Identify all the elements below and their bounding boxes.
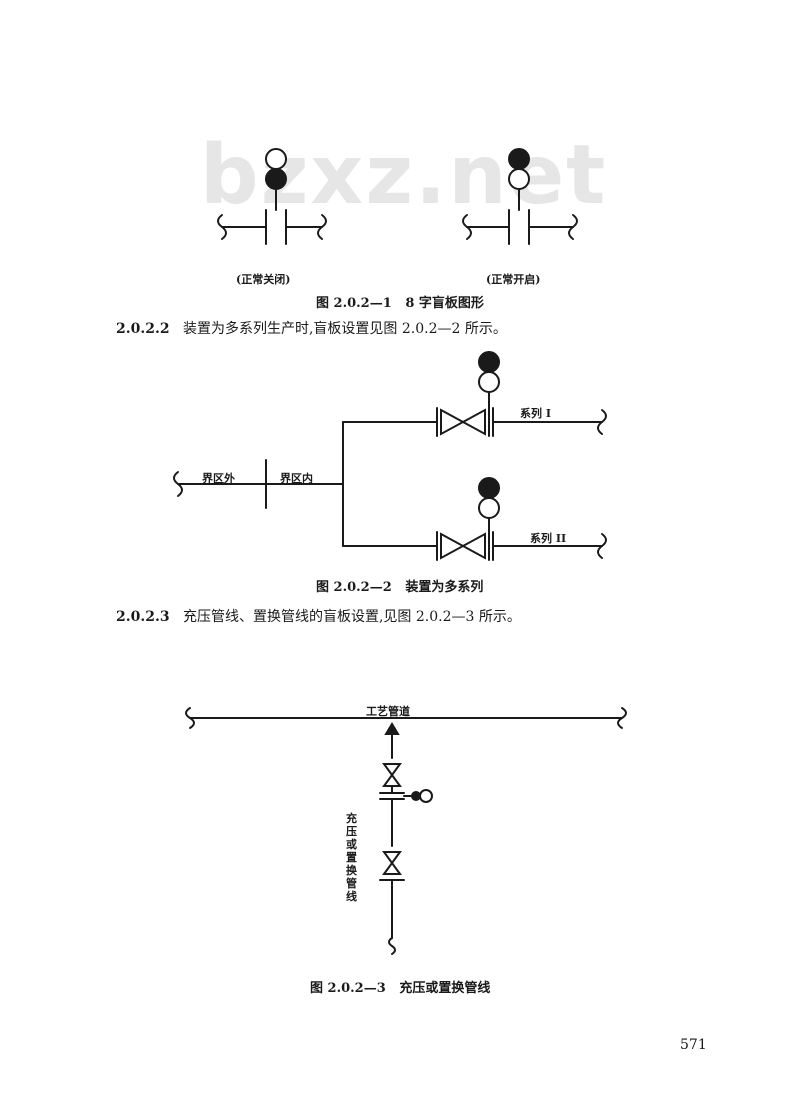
label-series-2: 系列 II (530, 532, 567, 545)
clause-number: 2.0.2.3 (116, 609, 170, 625)
blind-closed-symbol (217, 148, 327, 245)
figure-1-number: 图 2.0.2—1 (316, 296, 392, 311)
clause-text: 装置为多系列生产时,盲板设置见图 2.0.2—2 所示。 (182, 321, 507, 337)
figure-3-number: 图 2.0.2—3 (310, 981, 386, 996)
label-inside-boundary: 界区内 (280, 472, 313, 485)
figure-1-title: 8 字盲板图形 (405, 296, 484, 311)
label-normally-open: (正常开启) (486, 273, 541, 286)
figure-3-title: 充压或置换管线 (399, 981, 491, 996)
figure-2-number: 图 2.0.2—2 (316, 580, 392, 595)
multi-series-diagram (173, 351, 607, 561)
page-number: 571 (680, 1037, 707, 1053)
figure-1-caption: 图 2.0.2—1 8 字盲板图形 (316, 292, 484, 311)
blind-open-symbol (462, 148, 578, 245)
figure-3-caption: 图 2.0.2—3 充压或置换管线 (310, 977, 490, 996)
purge-line-diagram (185, 707, 627, 955)
clause-text: 充压管线、置换管线的盲板设置,见图 2.0.2—3 所示。 (182, 609, 521, 625)
label-outside-boundary: 界区外 (202, 472, 235, 485)
figure-2-title: 装置为多系列 (405, 580, 484, 595)
clause-2-0-2-2: 2.0.2.2 装置为多系列生产时,盲板设置见图 2.0.2—2 所示。 (116, 318, 507, 338)
clause-2-0-2-3: 2.0.2.3 充压管线、置换管线的盲板设置,见图 2.0.2—3 所示。 (116, 606, 521, 626)
label-normally-closed: (正常关闭) (236, 273, 291, 286)
label-purge-line-vertical: 充压或置换管线 (346, 812, 357, 903)
label-process-pipe: 工艺管道 (366, 705, 410, 718)
label-series-1: 系列 I (520, 407, 551, 420)
figure-2-caption: 图 2.0.2—2 装置为多系列 (316, 576, 483, 595)
clause-number: 2.0.2.2 (116, 321, 170, 337)
